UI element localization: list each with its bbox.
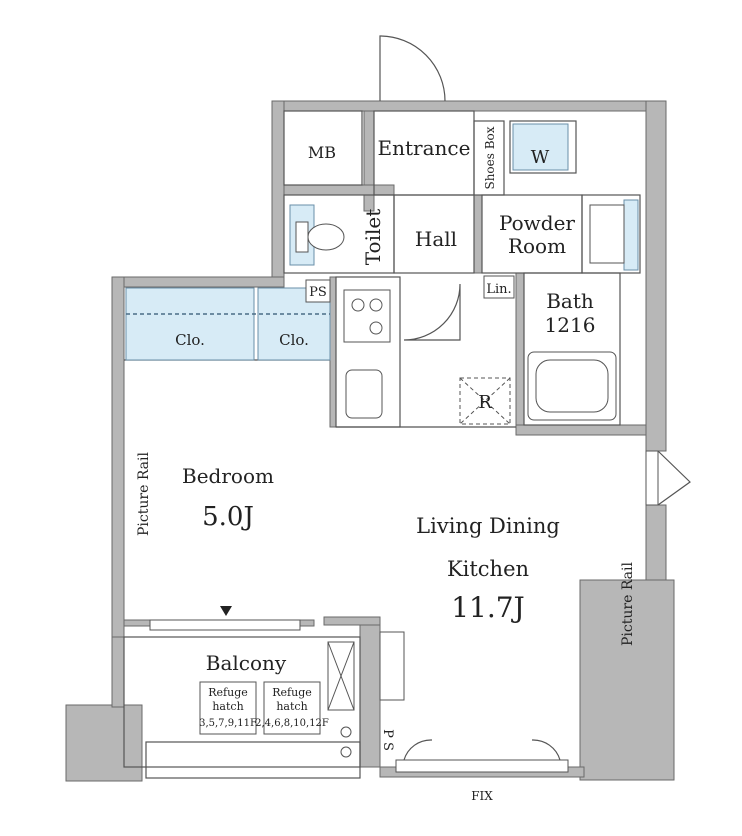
bath-label: Bath xyxy=(546,289,594,313)
picture-rail-left-label: Picture Rail xyxy=(136,451,152,535)
powder-room-label-1: Powder xyxy=(499,211,575,235)
linen-label: Lin. xyxy=(486,282,511,297)
balcony-fixtures xyxy=(199,631,405,758)
shoes-box-label: Shoes Box xyxy=(483,126,497,189)
bedroom-sliding-door xyxy=(149,606,301,631)
bedroom-label: Bedroom xyxy=(182,464,274,488)
hatch-2-floors: 2,4,6,8,10,12F xyxy=(255,718,329,729)
refrigerator-label: R xyxy=(478,392,492,413)
bath-size-label: 1216 xyxy=(545,313,596,337)
vanity xyxy=(589,204,625,264)
ps-bottom-label: P S xyxy=(380,729,395,751)
ldk-bottom-windows xyxy=(395,739,569,773)
closet-1-label: Clo. xyxy=(175,331,205,349)
refrigerator-spot xyxy=(459,377,511,425)
entrance-door xyxy=(379,35,446,102)
mb-label: MB xyxy=(308,143,336,162)
exterior-walls xyxy=(65,100,675,782)
closets xyxy=(125,123,639,361)
entrance-label: Entrance xyxy=(378,136,471,160)
hatch-2-line-1: Refuge xyxy=(272,686,312,699)
toilet-fixture xyxy=(295,221,345,253)
right-window xyxy=(645,450,691,506)
hatch-2-line-2: hatch xyxy=(276,700,307,713)
hatch-1-line-2: hatch xyxy=(212,700,243,713)
hatch-1-line-1: Refuge xyxy=(208,686,248,699)
ldk-label-1: Living Dining xyxy=(416,514,560,538)
picture-rail-right-label: Picture Rail xyxy=(620,561,636,645)
fix-label: FIX xyxy=(471,789,493,803)
closet-2-label: Clo. xyxy=(279,331,309,349)
bathtub xyxy=(527,351,617,421)
hatch-1-floors: 3,5,7,9,11F xyxy=(199,718,257,729)
powder-room-label-2: Room xyxy=(508,234,566,258)
toilet-label: Toilet xyxy=(361,209,385,266)
washer-label: W xyxy=(531,147,550,168)
ldk-size-label: 11.7J xyxy=(451,591,525,624)
balcony-label: Balcony xyxy=(206,651,287,675)
ldk-label-2: Kitchen xyxy=(447,557,529,581)
ps-top-label: PS xyxy=(309,285,327,300)
hall-door xyxy=(403,283,461,341)
kitchen-counter xyxy=(343,289,391,419)
bedroom-size-label: 5.0J xyxy=(202,502,254,532)
hall-label: Hall xyxy=(415,227,457,251)
